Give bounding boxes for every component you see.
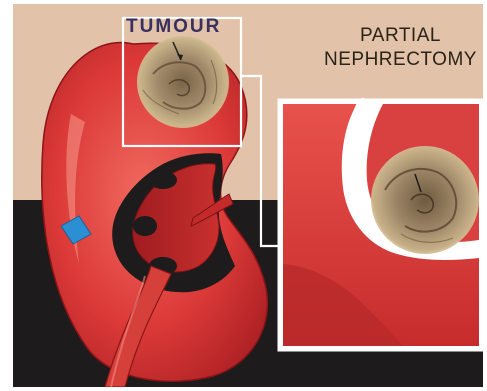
procedure-label: PARTIAL NEPHRECTOMY xyxy=(313,24,483,72)
procedure-label-line2: NEPHRECTOMY xyxy=(313,48,483,72)
calyx-upper xyxy=(149,171,177,189)
procedure-label-line1: PARTIAL xyxy=(313,24,483,48)
callout-panel xyxy=(279,100,483,350)
tumour-label: TUMOUR xyxy=(126,16,221,38)
tumour-mass xyxy=(137,36,229,128)
calyx-middle xyxy=(133,216,157,236)
diagram-frame: TUMOUR PARTIAL NEPHRECTOMY xyxy=(13,4,483,387)
